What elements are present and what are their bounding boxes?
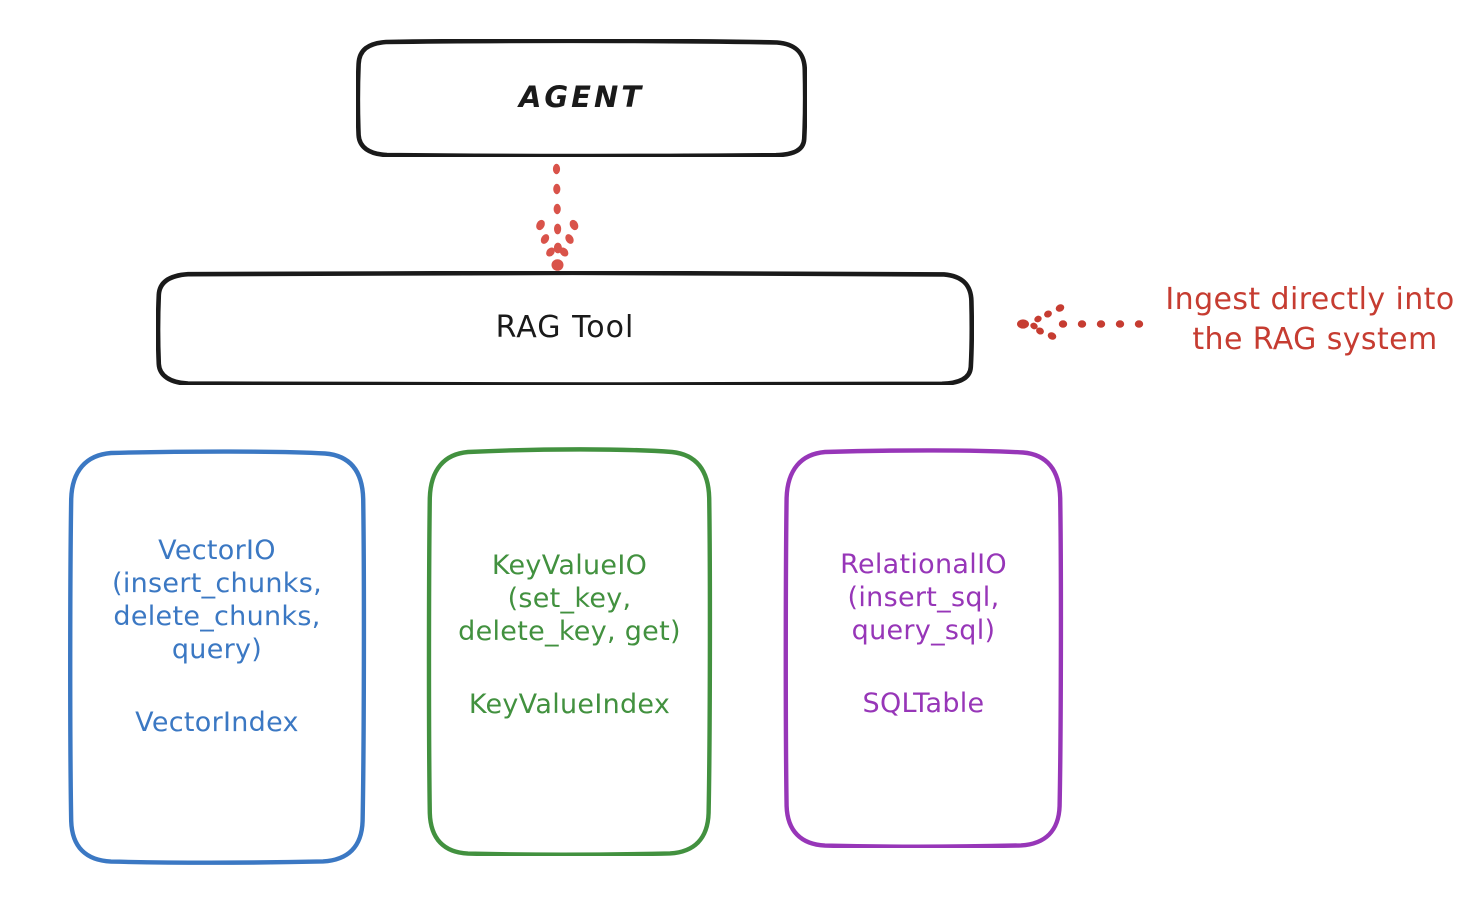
agent-body: AGENT	[356, 81, 807, 114]
vector-io-body: VectorIO (insert_chunks, delete_chunks, …	[67, 535, 367, 740]
node-rag-tool[interactable]: RAG Tool	[156, 271, 974, 385]
relational-io-api-label: RelationalIO (insert_sql, query_sql)	[840, 549, 1007, 646]
annotation-ingest-line-1: Ingest directly into	[1165, 282, 1455, 317]
node-key-value-io[interactable]: KeyValueIO (set_key, delete_key, get) Ke…	[426, 447, 713, 856]
rag-tool-body: RAG Tool	[156, 309, 974, 346]
agent-label: AGENT	[518, 80, 645, 115]
vector-io-index-label: VectorIndex	[135, 706, 299, 738]
annotation-ingest-line-2: the RAG system	[1192, 321, 1438, 357]
vector-io-api-label: VectorIO (insert_chunks, delete_chunks, …	[112, 535, 322, 665]
relational-io-body: RelationalIO (insert_sql, query_sql) SQL…	[783, 549, 1064, 721]
key-value-io-body: KeyValueIO (set_key, delete_key, get) Ke…	[426, 550, 713, 722]
node-agent[interactable]: AGENT	[356, 39, 807, 157]
node-vector-io[interactable]: VectorIO (insert_chunks, delete_chunks, …	[67, 449, 367, 865]
node-relational-io[interactable]: RelationalIO (insert_sql, query_sql) SQL…	[783, 448, 1064, 848]
connector-agent-to-rag-tool	[536, 163, 579, 271]
relational-io-index-label: SQLTable	[862, 687, 985, 719]
connector-ingest-into-rag	[1017, 304, 1144, 340]
rag-tool-label: RAG Tool	[495, 309, 635, 345]
annotation-ingest-into-rag: Ingest directly into the RAG system	[1145, 280, 1475, 359]
key-value-io-api-label: KeyValueIO (set_key, delete_key, get)	[458, 550, 681, 647]
key-value-io-index-label: KeyValueIndex	[468, 688, 671, 720]
